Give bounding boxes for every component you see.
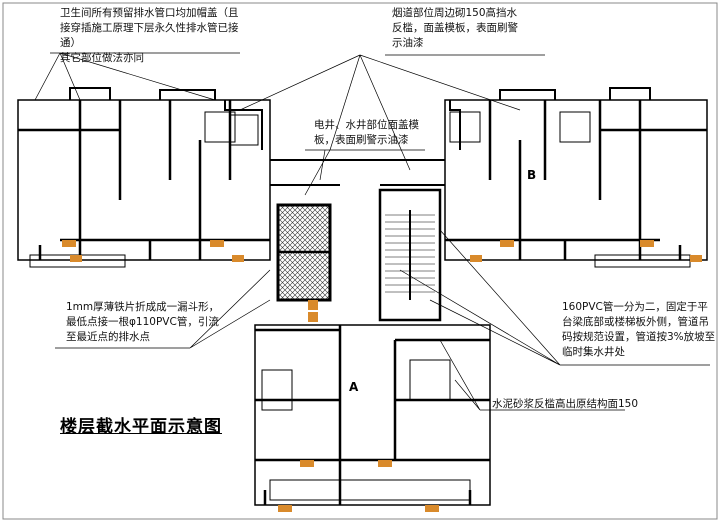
unit-a — [254, 324, 491, 506]
drawing-title: 楼层截水平面示意图 — [60, 417, 222, 437]
note-pvc-pipe: 160PVC管一分为二，固定于平 台梁底部或楼梯板外侧，管道吊 码按规范设置，管… — [562, 301, 716, 358]
core — [270, 159, 445, 322]
note-flue: 烟道部位周边砌150高挡水 反槛，面盖模板，表面刷警 示油漆 — [392, 7, 518, 49]
leader-lines — [34, 52, 710, 411]
note-funnel: 1mm厚薄铁片折成成一漏斗形， 最低点接一根φ110PVC管，引流 至最近点的排… — [66, 301, 220, 343]
note-shaft: 电井、水井部位面盖模 板，表面刷警示油漆 — [314, 119, 419, 146]
left-wing — [17, 87, 271, 268]
right-wing — [444, 87, 708, 268]
note-curb: 水泥砂浆反槛高出原结构面150 — [492, 398, 639, 410]
drain-markers — [62, 240, 702, 512]
unit-label-a: A — [349, 380, 359, 394]
note-toilet-drain: 卫生间所有预留排水管口均加帽盖（且接穿插施工原理下层永久性排水管已接通） 其它部… — [60, 7, 239, 64]
stair — [378, 188, 442, 322]
unit-label-b: B — [527, 168, 537, 182]
